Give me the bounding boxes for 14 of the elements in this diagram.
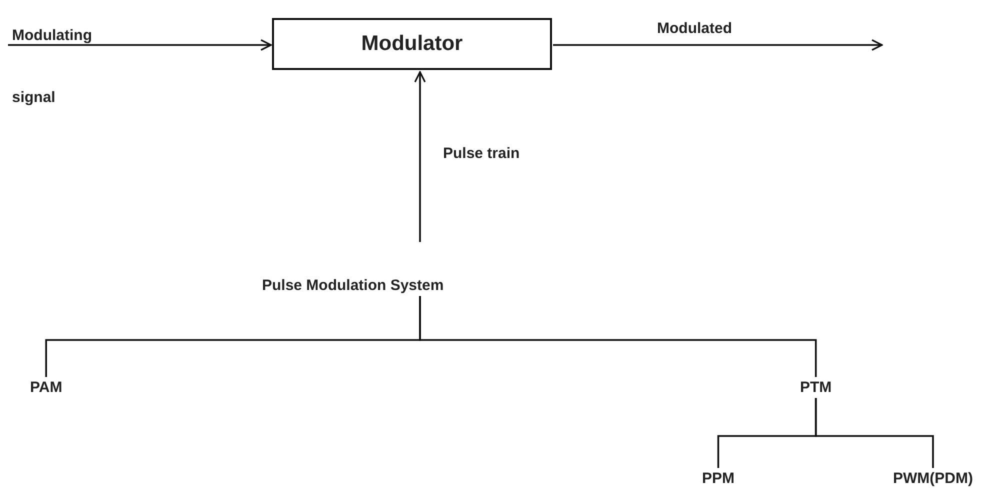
branch-label: PPM — [702, 470, 735, 487]
connector-line — [814, 398, 934, 468]
arrow — [553, 39, 883, 51]
branch-label: PWM(PDM) — [893, 470, 973, 487]
system-label: Pulse Modulation System — [262, 277, 444, 294]
connector-line — [419, 296, 817, 377]
branch-label: PTM — [800, 379, 832, 396]
edge-label: Modulating signal — [12, 26, 93, 108]
process-box: Modulator — [272, 18, 552, 70]
arrow — [8, 39, 272, 51]
edge-label: Pulse train — [443, 145, 520, 162]
branch-label: PAM — [30, 379, 62, 396]
edge-label: Modulated — [657, 20, 732, 37]
arrow — [414, 71, 426, 242]
